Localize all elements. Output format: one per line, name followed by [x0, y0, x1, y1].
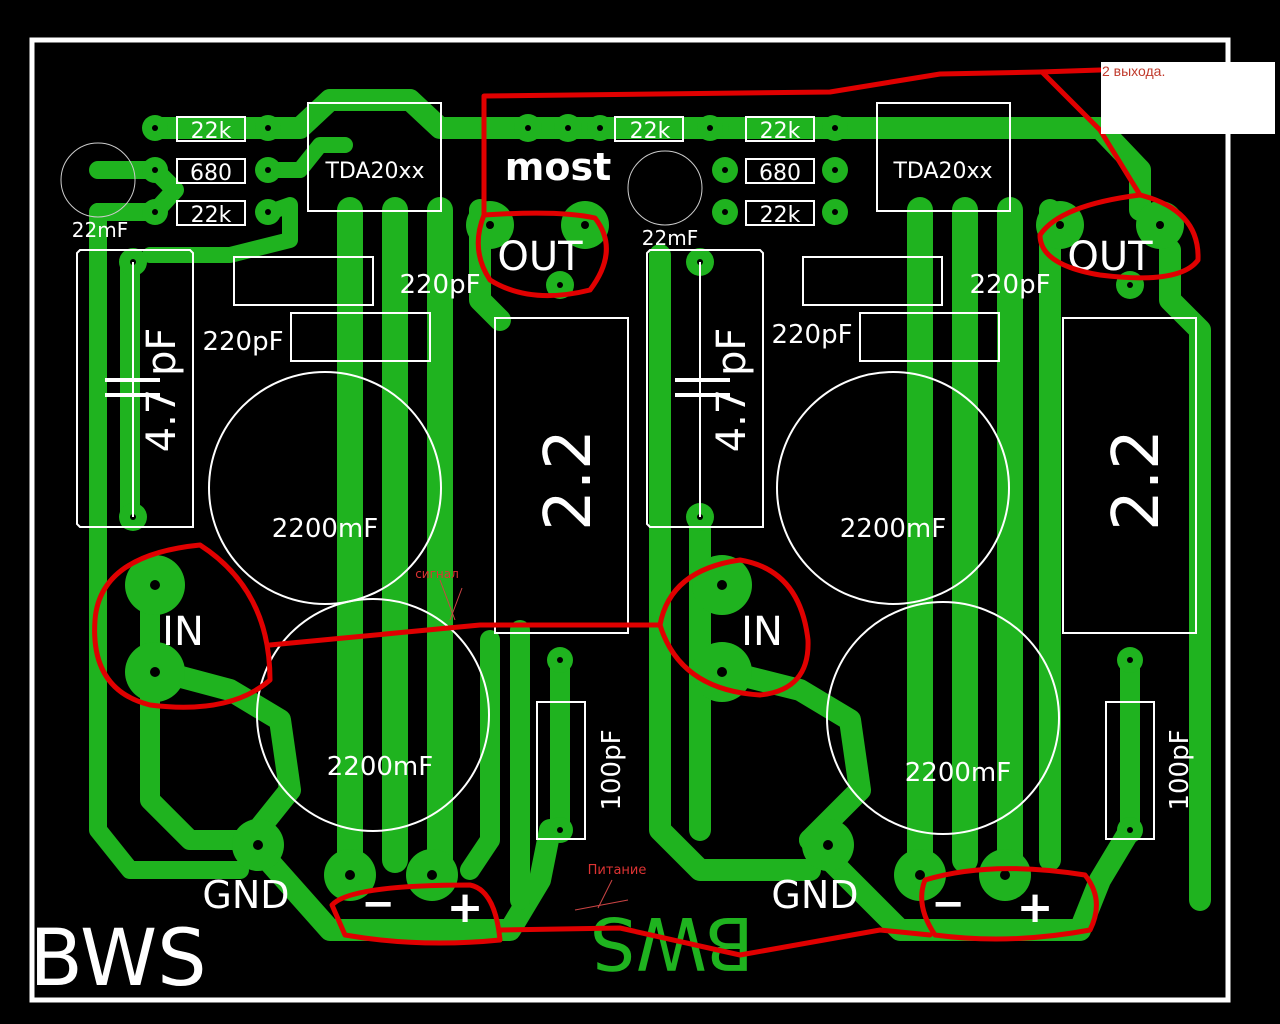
- resistor-r3: [176, 200, 246, 226]
- svg-text:220pF: 220pF: [969, 270, 1050, 300]
- svg-text:2200mF: 2200mF: [840, 514, 946, 544]
- board-outline: [29, 37, 1231, 1003]
- bridge: 22k most: [505, 116, 684, 189]
- svg-text:IN: IN: [162, 609, 204, 655]
- svg-text:TDA20xx: TDA20xx: [892, 159, 992, 184]
- svg-text:100pF: 100pF: [1165, 729, 1195, 810]
- svg-text:220pF: 220pF: [771, 320, 852, 350]
- power-resistor-outline: [494, 317, 629, 634]
- power-circle-right: [919, 866, 1099, 942]
- power-circle-left: [329, 882, 503, 946]
- out-circle-right: [1037, 69, 1201, 281]
- svg-text:4.7 pF: 4.7 pF: [709, 328, 755, 453]
- annotations: сигнал Питание: [92, 67, 1201, 958]
- svg-text:OUT: OUT: [497, 234, 583, 280]
- in-circle-right: [657, 557, 811, 698]
- small-cap-outline: [60, 142, 136, 218]
- signal-line: [267, 622, 663, 648]
- svg-text:2200mF: 2200mF: [905, 758, 1011, 788]
- svg-text:22k: 22k: [191, 119, 232, 144]
- ceramic-cap-1-outline: [233, 256, 374, 306]
- svg-text:GND: GND: [771, 873, 858, 917]
- resistor-r2: [176, 158, 246, 184]
- svg-text:22k: 22k: [630, 119, 671, 144]
- power-line: [497, 925, 933, 958]
- power-note: Питание: [588, 863, 647, 878]
- svg-text:220pF: 220pF: [202, 327, 283, 357]
- channel-left: 22k 680 22k 22mF TDA20xx 220pF 220pF 4.7…: [60, 102, 629, 933]
- film-cap-outline: [76, 249, 194, 528]
- big-cap-1-outline: [208, 371, 442, 605]
- bridge-highlight: [481, 67, 1103, 218]
- logo: BWS: [29, 914, 206, 1004]
- svg-text:4.7 pF: 4.7 pF: [139, 328, 185, 453]
- svg-text:2200mF: 2200mF: [272, 514, 378, 544]
- channel-right: 22k 680 22k 22mF TDA20xx 220pF 220pF 4.7…: [627, 102, 1197, 933]
- svg-text:2200mF: 2200mF: [327, 752, 433, 782]
- svg-text:−: −: [931, 881, 965, 927]
- ceramic-cap-2-outline: [290, 312, 431, 362]
- signal-note: сигнал: [415, 567, 459, 581]
- resistor-r1: [176, 116, 246, 142]
- svg-text:22mF: 22mF: [642, 226, 698, 250]
- svg-text:GND: GND: [202, 873, 289, 917]
- svg-text:2.2: 2.2: [1100, 429, 1174, 531]
- svg-text:22k: 22k: [760, 203, 801, 228]
- svg-text:680: 680: [759, 161, 801, 186]
- svg-text:+: +: [1017, 882, 1054, 933]
- out-cap-outline: [536, 701, 586, 840]
- big-cap-2-outline: [256, 598, 490, 832]
- svg-text:220pF: 220pF: [399, 270, 480, 300]
- copper-traces: [89, 89, 1211, 941]
- svg-text:2.2: 2.2: [532, 429, 606, 531]
- svg-text:100pF: 100pF: [597, 729, 627, 810]
- svg-text:TDA20xx: TDA20xx: [324, 159, 424, 184]
- svg-text:680: 680: [190, 161, 232, 186]
- outputs-note: 2 выхода.: [1101, 62, 1275, 134]
- chip-outline: [307, 102, 442, 212]
- svg-text:22mF: 22mF: [72, 218, 128, 242]
- svg-text:IN: IN: [741, 609, 783, 655]
- logo-mirrored-copper: BWS: [590, 901, 754, 985]
- svg-text:most: most: [505, 145, 612, 189]
- svg-text:22k: 22k: [760, 119, 801, 144]
- svg-text:22k: 22k: [191, 203, 232, 228]
- in-circle-left: [92, 542, 273, 710]
- out-circle-left: [475, 210, 609, 299]
